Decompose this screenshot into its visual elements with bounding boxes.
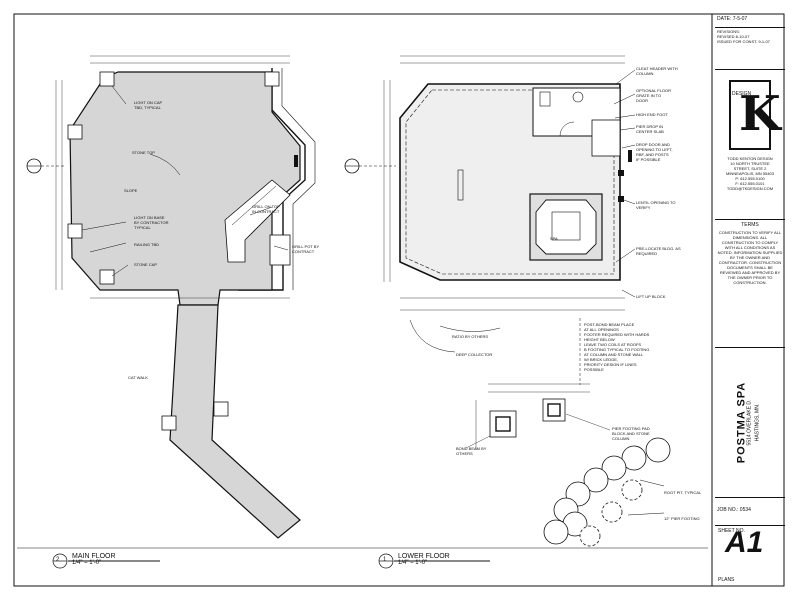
note-lower-2: HIGH END FOOT [636,112,668,117]
note-stone-top: STONE TOP [132,150,155,155]
title-block-revisions: REVISIONS: REVISED 8-10-07 ISSUED FOR CO… [715,28,785,70]
project-address-2: HASTINGS, MN. [754,403,761,442]
title-lower-scale: 1/4" = 1'-0" [398,560,428,566]
note-footing-2: ROOT PIT, TYPICAL [664,490,702,495]
sheet-number: A1 [725,526,764,559]
note-lower-4: DROP DOOR AND OPENING TO LEFT, RBF, AND … [636,142,673,162]
note-footing-1: BOND BEAM BY OTHERS [456,446,487,456]
terms-text: Construction to verify all dimensions. A… [717,230,783,285]
title-block-sheet: SHEET NO. A1 PLANS [718,526,764,583]
pier-footings [543,437,671,547]
note-lower-10: DEEP COLLECTOR [456,352,493,357]
sheet-border [13,13,785,587]
title-main-name: MAIN FLOOR [72,553,116,560]
title-num-lower: 1 [383,557,387,563]
note-lower-7: LIFT UP BLOCK [636,294,666,299]
note-lower-1: OPTIONAL FLOOR GRATE IN TO DOOR [636,88,671,103]
project-name: POSTMA SPA [735,381,748,464]
lower-floor-plan [344,55,636,385]
view-title-markers [52,553,490,569]
note-footing-0: PIER FOOTING PAD BLOCK AND STONE COLUMN [612,426,650,441]
title-block-job: JOB NO.: 0534 [715,498,785,526]
title-block-firm: DESIGN K TODD KENTON DESIGN 10 NORTH TRU… [715,70,785,220]
title-block-date: DATE: 7-5-07 [715,14,785,28]
title-lower-floor: LOWER FLOOR 1/4" = 1'-0" [398,553,450,567]
title-lower-name: LOWER FLOOR [398,553,450,560]
deck-posts [67,71,280,431]
note-grill-stone: GRILL ON TOP IN CONTRACT [252,204,280,214]
note-railing: RAILING TBD [134,242,160,247]
deck-stair [224,179,291,263]
job-number: 0534 [739,507,751,513]
note-light-cap: LIGHT ON CAP TBD, TYPICAL [134,100,163,110]
title-main-scale: 1/4" = 1'-0" [72,560,102,566]
note-lower-9: RATIO BY OTHERS [452,334,489,339]
note-stone-cap: STONE CAP [134,262,158,267]
date-value: 7-5-07 [732,16,748,22]
note-cat-walk: CAT WALK [128,375,148,380]
note-lower-0: CLEAT HEADER WITH COLUMN [636,66,678,76]
note-lower-6: PRE-LOCATE BLDG. AS REQUIRED [636,246,681,256]
project-address-1: 5514 OVERLAKE D. [746,399,753,446]
sheet-name: PLANS [718,577,735,583]
note-footing-3: 12" PIER FOOTING [664,516,700,521]
revision-1: ISSUED FOR CONST. 9-1-07 [717,39,770,44]
note-lower-3: PIER DROP IN CENTER SLAB [636,124,664,134]
title-num-main: 2 [56,557,60,563]
title-main-floor: MAIN FLOOR 1/4" = 1'-0" [72,553,116,567]
note-spa: SPA [550,236,558,241]
firm-logo: DESIGN K [729,80,781,150]
cat-walk [169,304,301,539]
title-block-terms: TERMS Construction to verify all dimensi… [715,220,785,348]
title-block-project: POSTMA SPA 5514 OVERLAKE D. HASTINGS, MN… [715,348,785,498]
note-light-base: LIGHT ON BASE BY CONTRACTOR TYPICAL [134,215,169,230]
note-lower-8: POST-BOND BEAM PLACE AT ALL OPENINGS FOO… [584,322,650,372]
note-slope: SLOPE [124,188,138,193]
footing-detail [465,383,611,450]
title-block: DATE: 7-5-07 REVISIONS: REVISED 8-10-07 … [715,14,785,586]
firm-address: TODD KENTON DESIGN 10 NORTH TRUSTEE STRE… [725,156,775,191]
revision-0: REVISED 8-10-07 [717,34,750,39]
note-grill-post: GRILL POT BY CONTRACT [292,244,320,254]
main-floor-plan [26,55,316,539]
note-lower-5: LENTIL OPENING TO VERIFY [636,200,676,210]
